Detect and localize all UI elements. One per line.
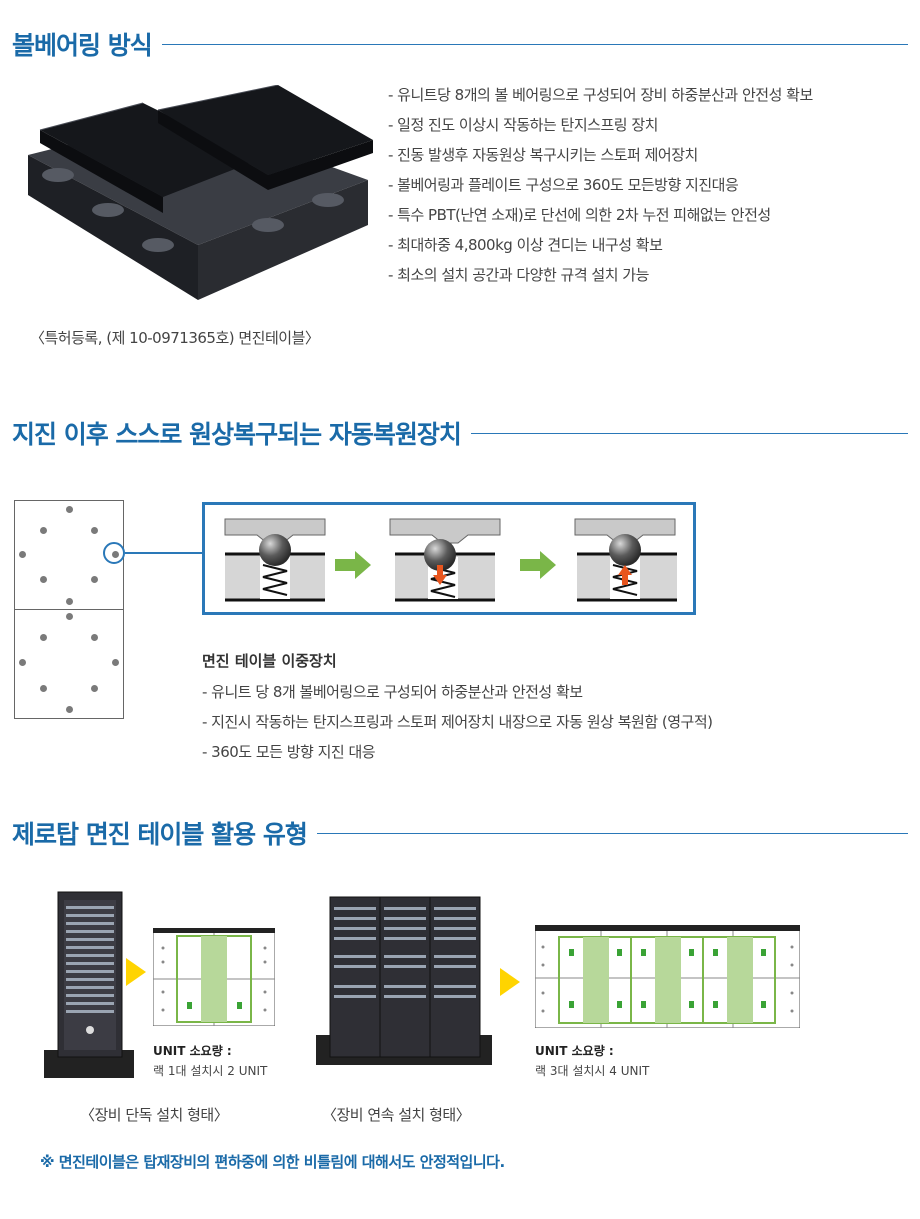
single-install-caption: 〈장비 단독 설치 형태〉 [80,1106,229,1124]
bearing-feature-list: - 유니트당 8개의 볼 베어링으로 구성되어 장비 하중분산과 안전성 확보 … [388,80,813,290]
title-rule [470,432,908,434]
bearing-dot [40,576,47,583]
multi-unit-label: UNIT 소요량 : [535,1044,614,1058]
feature-item: - 유니트당 8개의 볼 베어링으로 구성되어 장비 하중분산과 안전성 확보 [388,86,813,104]
bearing-dot [40,527,47,534]
section-header-usage: 제로탑 면진 테이블 활용 유형 [12,815,908,851]
bearing-dot [91,576,98,583]
multi-install-caption: 〈장비 연속 설치 형태〉 [322,1106,471,1124]
yellow-arrow-icon [126,958,146,986]
multi-unit-desc: 랙 3대 설치시 4 UNIT [535,1064,650,1078]
multi-layout-plan [535,925,800,1028]
single-layout-plan [153,928,275,1026]
stability-footnote: ※ 면진테이블은 탑재장비의 편하중에 의한 비틀림에 대해서도 안정적입니다. [40,1153,505,1171]
feature-item: - 진동 발생후 자동원상 복구시키는 스토퍼 제어장치 [388,146,698,164]
section-title: 볼베어링 방식 [12,31,153,60]
floor-plate-bottom [14,609,124,719]
section-title: 지진 이후 스스로 원상복구되는 자동복원장치 [12,420,462,449]
bearing-dot [19,551,26,558]
bearing-dot [66,613,73,620]
feature-item: - 일정 진도 이상시 작동하는 탄지스프링 장치 [388,116,658,134]
bearing-dot [91,527,98,534]
section-title: 제로탑 면진 테이블 활용 유형 [12,820,308,849]
bearing-dot [19,659,26,666]
single-rack-image [44,891,134,1078]
bearing-dot [40,634,47,641]
feature-item: - 볼베어링과 플레이트 구성으로 360도 모든방향 지진대응 [388,176,739,194]
title-rule [161,43,908,45]
feature-item: - 유니트 당 8개 볼베어링으로 구성되어 하중분산과 안전성 확보 [202,683,583,701]
up-arrow-icon [618,565,632,585]
stage-2-compress [389,518,501,602]
down-arrow-icon [433,565,447,585]
bearing-dot [112,659,119,666]
callout-circle [103,542,125,564]
title-rule [316,832,908,834]
arrow-right-icon [520,551,556,579]
arrow-right-icon [335,551,371,579]
stage-1-neutral [224,518,326,602]
dual-device-heading: 면진 테이블 이중장치 [202,652,337,670]
bearing-dot [66,598,73,605]
stage-3-restore [574,518,677,602]
bearing-dot [66,506,73,513]
bearing-dot [40,685,47,692]
callout-line [125,552,202,554]
feature-item: - 특수 PBT(난연 소재)로 단선에 의한 2차 누전 피해없는 안전성 [388,206,771,224]
bearing-dot [66,706,73,713]
feature-item: - 최소의 설치 공간과 다양한 규격 설치 가능 [388,266,649,284]
mechanism-svg [224,518,677,602]
seismic-table-photo [28,85,373,300]
single-unit-desc: 랙 1대 설치시 2 UNIT [153,1064,268,1078]
dual-device-feature-list: - 유니트 당 8개 볼베어링으로 구성되어 하중분산과 안전성 확보 - 지진… [202,677,713,767]
bearing-dot [91,685,98,692]
single-unit-label: UNIT 소요량 : [153,1044,232,1058]
restore-mechanism-diagram [202,502,696,615]
feature-item: - 지진시 작동하는 탄지스프링과 스토퍼 제어장치 내장으로 자동 원상 복원… [202,713,713,731]
triple-rack-image [316,896,492,1065]
patent-caption: 〈특허등록, (제 10-0971365호) 면진테이블〉 [30,329,320,347]
section-header-ball-bearing: 볼베어링 방식 [12,26,908,62]
feature-item: - 최대하중 4,800kg 이상 견디는 내구성 확보 [388,236,663,254]
yellow-arrow-icon [500,968,520,996]
bearing-dot [91,634,98,641]
section-header-auto-restore: 지진 이후 스스로 원상복구되는 자동복원장치 [12,415,908,451]
feature-item: - 360도 모든 방향 지진 대응 [202,743,376,761]
